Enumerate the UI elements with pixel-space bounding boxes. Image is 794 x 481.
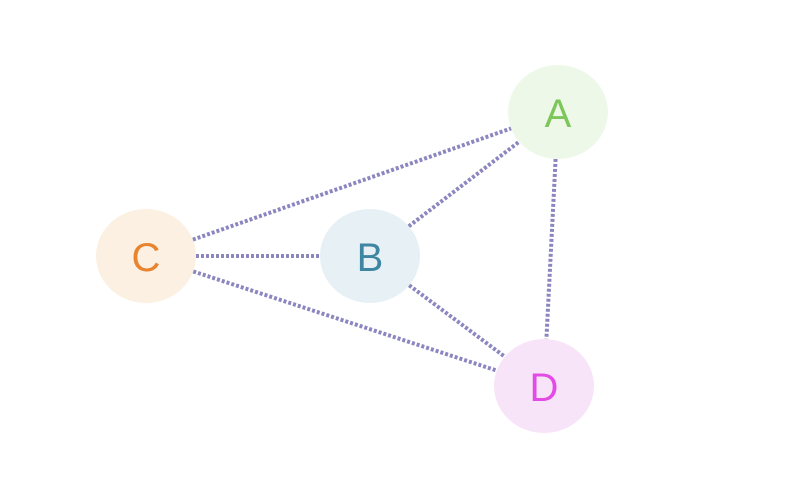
node-b: B (320, 209, 420, 303)
node-c: C (96, 209, 196, 303)
node-d-circle (494, 339, 594, 433)
node-b-circle (320, 209, 420, 303)
edge-c-a (192, 126, 512, 242)
node-d: D (494, 339, 594, 433)
node-a-circle (508, 65, 608, 159)
node-c-circle (96, 209, 196, 303)
node-d-label: D (530, 366, 559, 410)
node-c-label: C (132, 236, 161, 280)
edge-a-d (544, 158, 558, 340)
node-b-label: B (357, 236, 384, 280)
nodes-layer: A B C D (96, 65, 608, 433)
edge-b-a (407, 140, 521, 228)
edges-layer (192, 126, 558, 373)
edge-c-d (192, 269, 498, 373)
node-a: A (508, 65, 608, 159)
node-a-label: A (545, 92, 572, 136)
